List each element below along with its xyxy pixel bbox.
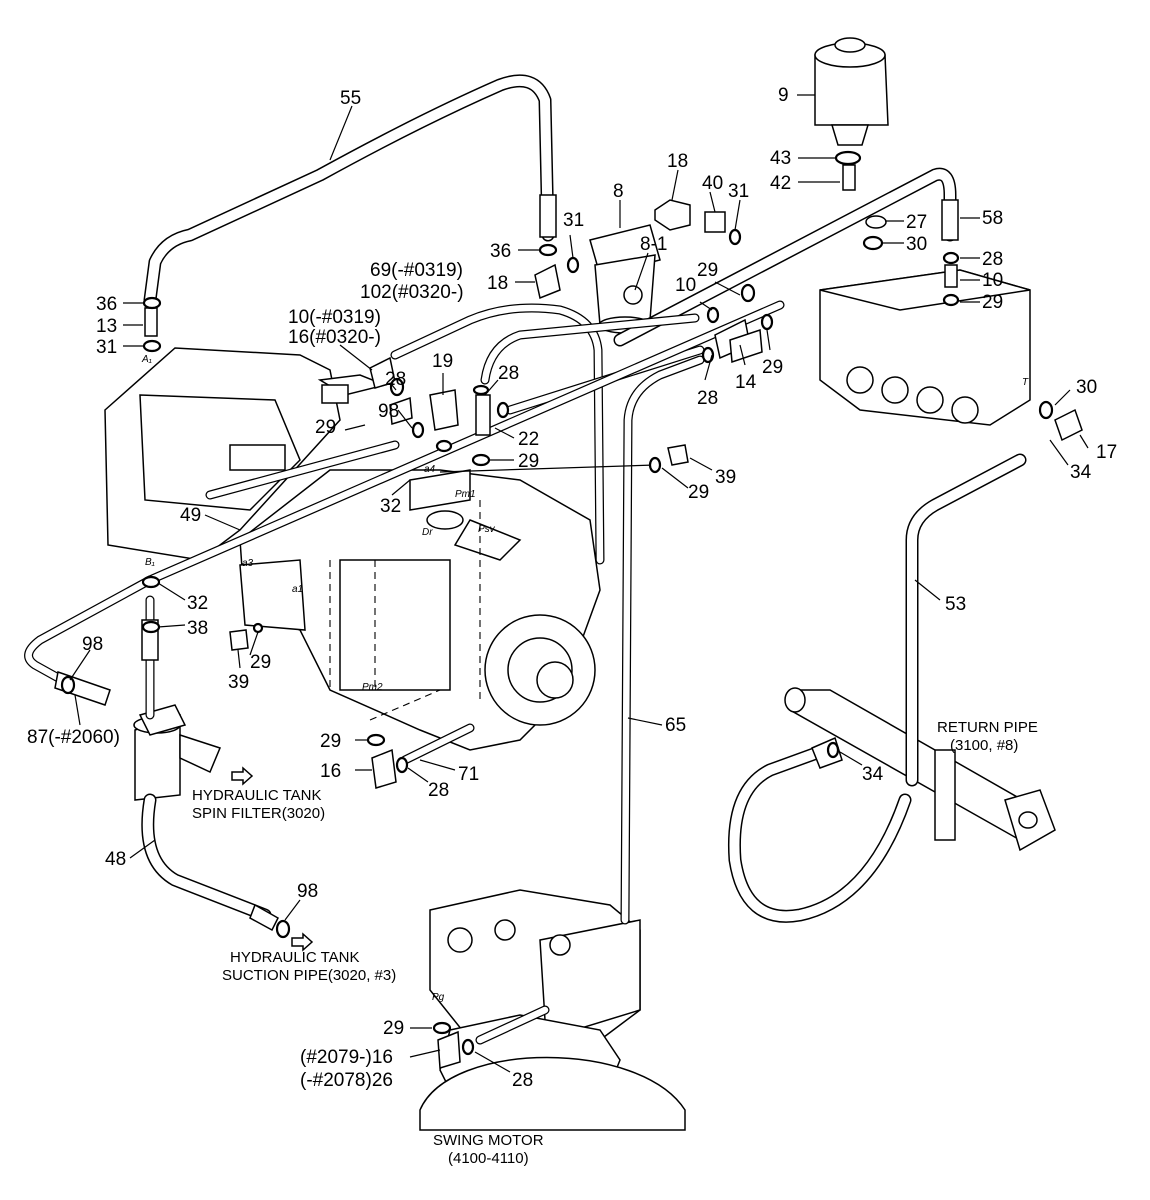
caption-suction-line2: SUCTION PIPE(3020, #3) xyxy=(222,967,396,984)
callout-40: 40 xyxy=(702,173,723,194)
callout-36-left: 36 xyxy=(96,294,117,315)
callout-69: 69(-#0319) xyxy=(370,260,463,281)
callout-48: 48 xyxy=(105,849,126,870)
callout-26-swing: (-#2078)26 xyxy=(300,1070,393,1091)
callout-31-mid: 31 xyxy=(563,210,584,231)
callout-98-bottom: 98 xyxy=(297,881,318,902)
leader-lines xyxy=(69,94,1089,1073)
captions: HYDRAULIC TANK SPIN FILTER(3020) HYDRAUL… xyxy=(192,719,1038,1167)
callout-28-right: 28 xyxy=(982,249,1003,270)
port-label-a1-lower: a1 xyxy=(292,584,303,595)
callout-53: 53 xyxy=(945,594,966,615)
callout-58: 58 xyxy=(982,208,1003,229)
port-label-psv: Psv xyxy=(478,524,496,535)
callout-30-right: 30 xyxy=(1076,377,1097,398)
caption-swing-line1: SWING MOTOR xyxy=(433,1132,544,1149)
callout-29-small: 29 xyxy=(250,652,271,673)
callout-28-lower: 28 xyxy=(428,780,449,801)
callout-98-pump: 98 xyxy=(378,401,399,422)
callout-19: 19 xyxy=(432,351,453,372)
callout-32-pump: 32 xyxy=(380,496,401,517)
callout-29-valve: 29 xyxy=(762,357,783,378)
callout-102: 102(#0320-) xyxy=(360,282,464,303)
port-label-dr: Dr xyxy=(422,527,433,538)
main-pump: A₁ a4 Pm1 Dr Psv B₁ a3 a1 Pm2 xyxy=(104,347,601,751)
port-label-a3: a3 xyxy=(242,558,254,569)
callout-9: 9 xyxy=(778,85,789,106)
port-label-pm1: Pm1 xyxy=(455,489,476,500)
swing-motor: Pg xyxy=(419,889,686,1131)
caption-arrows xyxy=(231,766,314,952)
return-pipe-assembly xyxy=(784,687,1056,852)
callout-71: 71 xyxy=(458,764,479,785)
caption-spin-filter-line1: HYDRAULIC TANK xyxy=(192,787,321,804)
caption-return-line2: (3100, #8) xyxy=(950,737,1018,754)
callout-30-top: 30 xyxy=(906,234,927,255)
callout-labels: 55 9 43 42 18 8 40 31 27 58 36 31 8-1 30… xyxy=(27,85,1117,1091)
accumulator-9 xyxy=(814,37,889,146)
callout-38: 38 xyxy=(187,618,208,639)
callout-98-left: 98 xyxy=(82,634,103,655)
callout-31-right: 31 xyxy=(728,181,749,202)
callout-14: 14 xyxy=(735,372,757,393)
hoses xyxy=(24,74,1027,1045)
caption-spin-filter-line2: SPIN FILTER(3020) xyxy=(192,805,325,822)
callout-29-right-pump: 29 xyxy=(688,482,709,503)
port-label-pg: Pg xyxy=(432,992,445,1003)
callout-10-mid: 10 xyxy=(675,275,696,296)
callout-29-center: 29 xyxy=(518,451,539,472)
callout-39-right: 39 xyxy=(715,467,736,488)
callout-28-pump: 28 xyxy=(385,369,406,390)
port-label-a1: A₁ xyxy=(141,354,152,365)
callout-49: 49 xyxy=(180,505,201,526)
callout-32-left: 32 xyxy=(187,593,208,614)
port-label-t: T xyxy=(1022,377,1029,388)
callout-87: 87(-#2060) xyxy=(27,727,120,748)
callout-8-1: 8-1 xyxy=(640,234,667,255)
port-label-a4: a4 xyxy=(424,464,436,475)
fittings xyxy=(54,164,1083,1069)
callout-29-right: 29 xyxy=(982,292,1003,313)
port-label-pm2: Pm2 xyxy=(362,682,383,693)
callout-29-lower: 29 xyxy=(320,731,341,752)
caption-return-line1: RETURN PIPE xyxy=(937,719,1038,736)
callout-28-mid: 28 xyxy=(498,363,519,384)
callout-10-right: 10 xyxy=(982,270,1003,291)
callout-18-top: 18 xyxy=(667,151,688,172)
spin-filter xyxy=(133,704,222,801)
callout-8: 8 xyxy=(613,181,624,202)
callout-29-swing: 29 xyxy=(383,1018,404,1039)
callout-10-serial: 10(-#0319) xyxy=(288,307,381,328)
port-label-b1: B₁ xyxy=(145,557,155,568)
callout-18-mid: 18 xyxy=(487,273,508,294)
callout-28-valve: 28 xyxy=(697,388,718,409)
callout-22: 22 xyxy=(518,429,539,450)
callout-34-right: 34 xyxy=(1070,462,1092,483)
callout-27: 27 xyxy=(906,212,927,233)
callout-16-lower: 16 xyxy=(320,761,341,782)
callout-16-swing: (#2079-)16 xyxy=(300,1047,393,1068)
callout-39-left: 39 xyxy=(228,672,249,693)
callout-17: 17 xyxy=(1096,442,1117,463)
caption-suction-line1: HYDRAULIC TANK xyxy=(230,949,359,966)
callout-55: 55 xyxy=(340,88,361,109)
callout-16-serial: 16(#0320-) xyxy=(288,327,381,348)
callout-42: 42 xyxy=(770,173,791,194)
callout-13: 13 xyxy=(96,316,117,337)
callout-36-mid: 36 xyxy=(490,241,511,262)
callout-28-swing: 28 xyxy=(512,1070,533,1091)
caption-swing-line2: (4100-4110) xyxy=(448,1150,529,1167)
callout-34-lower: 34 xyxy=(862,764,884,785)
callout-65: 65 xyxy=(665,715,686,736)
callout-43: 43 xyxy=(770,148,791,169)
o-rings xyxy=(60,150,1054,1056)
callout-29-upper-right: 29 xyxy=(697,260,718,281)
callout-31-left: 31 xyxy=(96,337,117,358)
callout-29-pump-left: 29 xyxy=(315,417,336,438)
